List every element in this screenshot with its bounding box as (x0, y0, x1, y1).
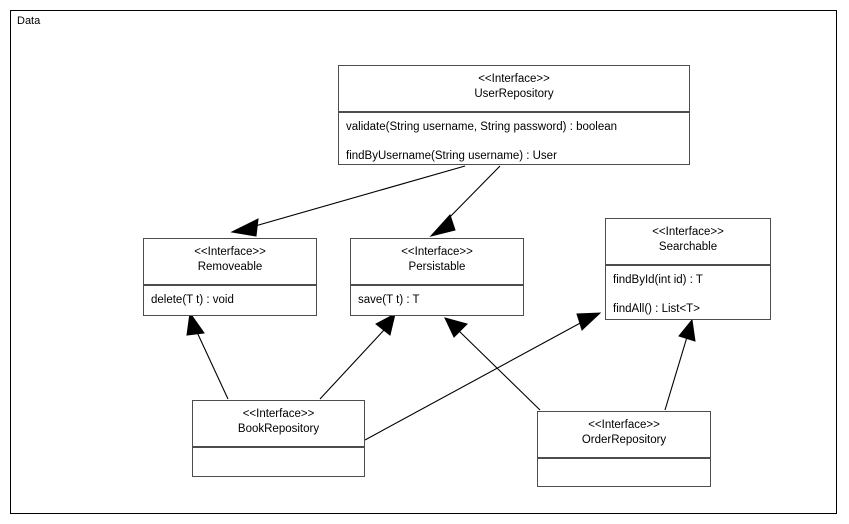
frame-label: Data (17, 15, 41, 27)
uml-class-name: Persistable (408, 261, 466, 273)
uml-class-name: UserRepository (474, 88, 554, 100)
uml-class-name: OrderRepository (581, 434, 667, 446)
uml-members: validate(String username, String passwor… (339, 112, 689, 171)
uml-stereotype: <<Interface>> (478, 73, 550, 85)
uml-header: <<Interface>> Persistable (351, 239, 523, 285)
uml-class-book-repository[interactable]: <<Interface>> BookRepository (192, 400, 365, 477)
uml-header: <<Interface>> UserRepository (339, 66, 689, 112)
uml-class-name: Searchable (658, 241, 718, 253)
uml-stereotype: <<Interface>> (242, 408, 315, 420)
uml-header: <<Interface>> Removeable (144, 239, 316, 285)
uml-stereotype: <<Interface>> (401, 246, 473, 258)
uml-class-name: BookRepository (237, 423, 320, 435)
uml-members: findById(int id) : T findAll() : List<T> (606, 265, 770, 324)
uml-class-searchable[interactable]: <<Interface>> Searchable findById(int id… (605, 218, 771, 320)
uml-members (538, 458, 710, 468)
uml-class-persistable[interactable]: <<Interface>> Persistable save(T t) : T (350, 238, 524, 316)
uml-stereotype: <<Interface>> (588, 419, 660, 431)
uml-member: findByUsername(String username) : User (346, 150, 557, 162)
uml-member: validate(String username, String passwor… (346, 121, 618, 133)
uml-header: <<Interface>> BookRepository (193, 401, 364, 447)
uml-stereotype: <<Interface>> (194, 246, 266, 258)
uml-header: <<Interface>> Searchable (606, 219, 770, 265)
uml-class-order-repository[interactable]: <<Interface>> OrderRepository (537, 411, 711, 487)
uml-member: findAll() : List<T> (613, 303, 700, 315)
uml-header: <<Interface>> OrderRepository (538, 412, 710, 458)
uml-members (193, 447, 364, 457)
uml-member: delete(T t) : void (151, 294, 234, 306)
uml-class-removeable[interactable]: <<Interface>> Removeable delete(T t) : v… (143, 238, 317, 316)
uml-member: findById(int id) : T (613, 274, 703, 286)
uml-members: save(T t) : T (351, 285, 523, 315)
uml-stereotype: <<Interface>> (652, 226, 724, 238)
uml-class-name: Removeable (197, 261, 263, 273)
uml-member: save(T t) : T (358, 294, 420, 306)
uml-class-user-repository[interactable]: <<Interface>> UserRepository validate(St… (338, 65, 690, 165)
uml-members: delete(T t) : void (144, 285, 316, 315)
